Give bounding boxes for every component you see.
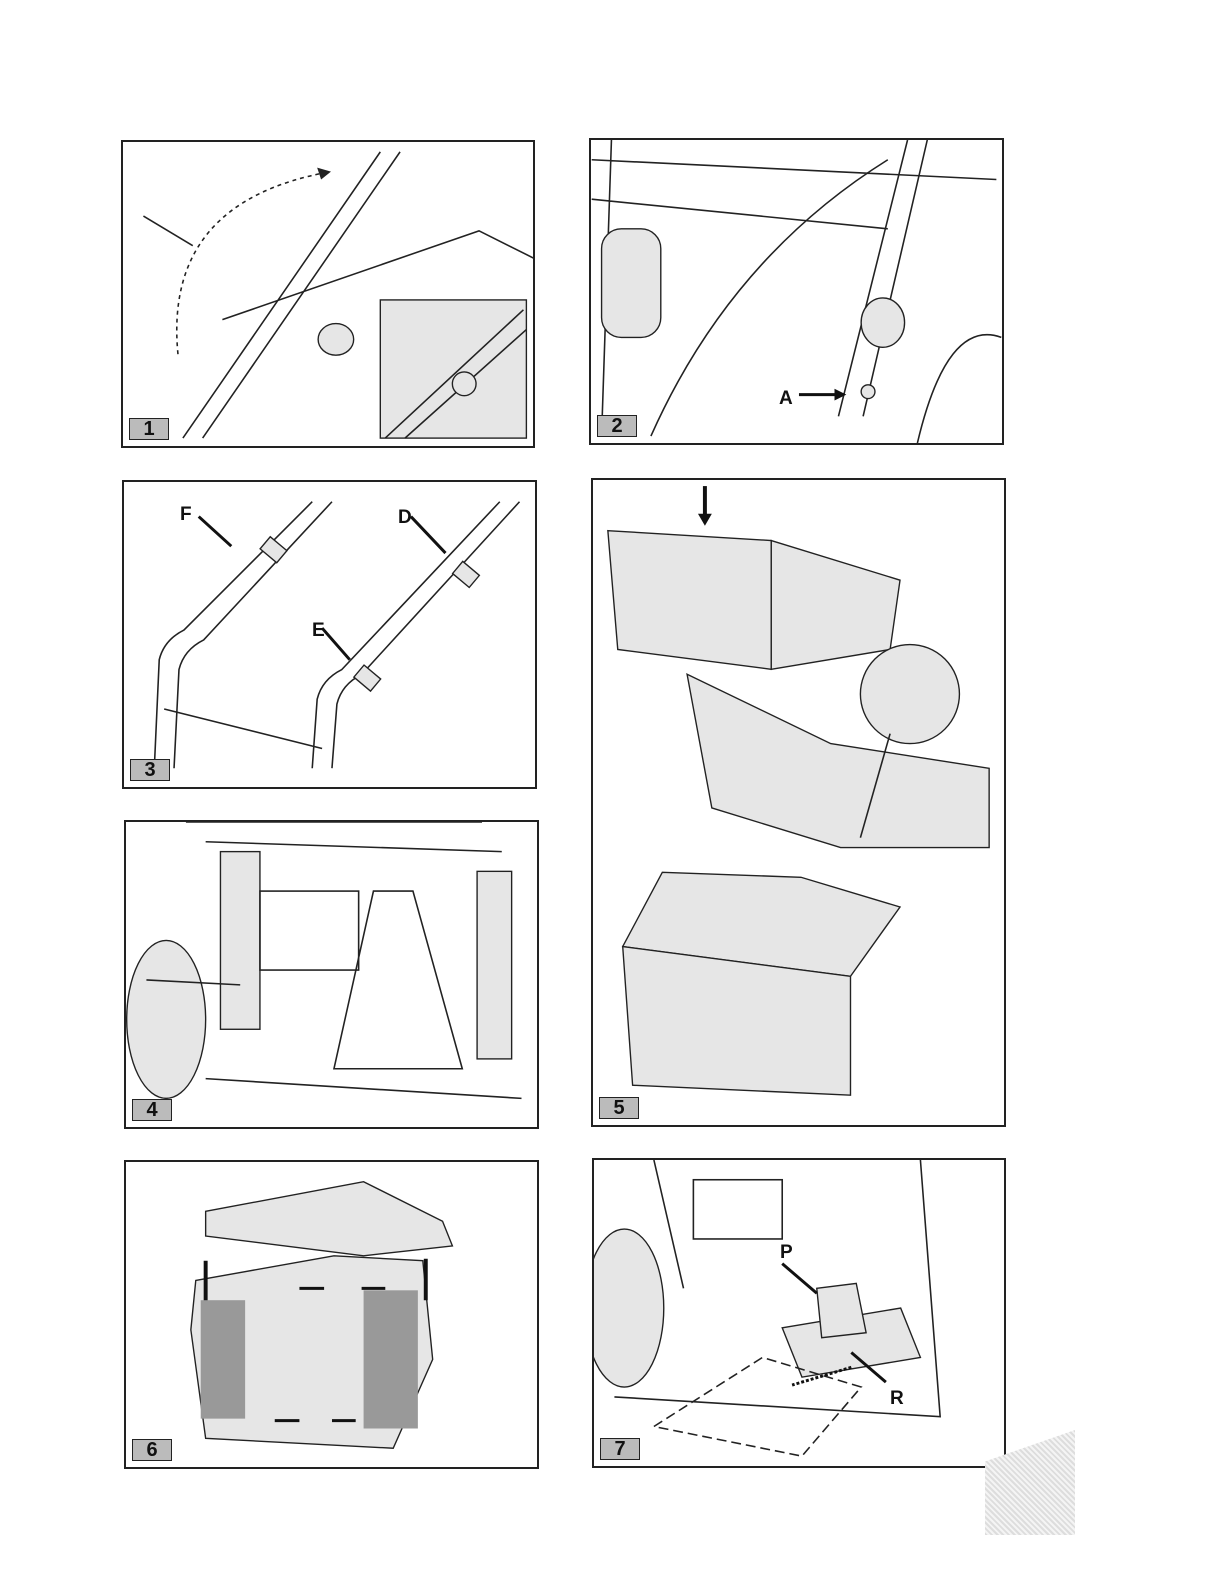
mulching-plug-illustration — [594, 1160, 942, 1457]
label-e: E — [312, 620, 325, 641]
figure-5: 5 — [591, 478, 1006, 1127]
label-f: F — [180, 504, 192, 525]
label-r: R — [890, 1388, 904, 1409]
figure-6: 6 — [124, 1160, 539, 1469]
figure-number: 5 — [599, 1097, 639, 1119]
figure-2: A 2 — [589, 138, 1004, 445]
cable-clips-illustration — [153, 501, 521, 769]
label-d: D — [398, 507, 412, 528]
figure-1: 1 — [121, 140, 535, 448]
figure-4: 4 — [124, 820, 539, 1129]
handle-mount-illustration — [591, 140, 1002, 443]
figure-number: 6 — [132, 1439, 172, 1461]
figure-number: 2 — [597, 415, 637, 437]
handle-bolt-illustration — [143, 151, 533, 439]
bag-frame-assembly-illustration — [190, 1181, 454, 1449]
label-a: A — [779, 388, 793, 409]
figure-number: 1 — [129, 418, 169, 440]
figure-3: F D E 3 — [122, 480, 537, 789]
figure-number: 4 — [132, 1099, 172, 1121]
figure-number: 3 — [130, 759, 170, 781]
bracket-removal-illustration — [126, 822, 522, 1100]
figure-number: 7 — [600, 1438, 640, 1460]
label-p: P — [780, 1242, 793, 1263]
grass-bag-assembly-illustration — [607, 486, 990, 1096]
figure-7: P R 7 — [592, 1158, 1006, 1468]
